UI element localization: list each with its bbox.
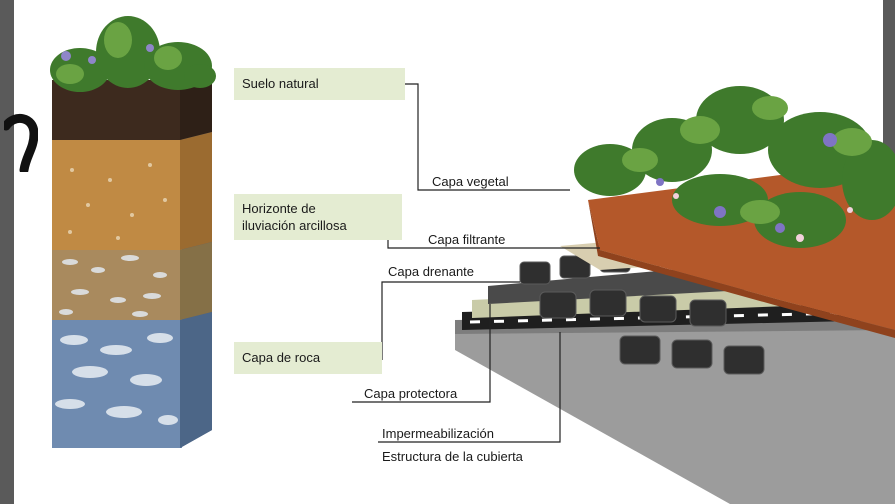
label-suelo-natural: Suelo natural — [234, 68, 405, 100]
label-horizonte-line2: iluviación arcillosa — [242, 218, 347, 233]
green-roof-illustration — [455, 86, 895, 504]
label-capa-vegetal: Capa vegetal — [432, 174, 509, 189]
label-capa-filtrante: Capa filtrante — [428, 232, 506, 247]
label-capa-drenante: Capa drenante — [388, 264, 475, 279]
label-impermeabilizacion: Impermeabilización — [382, 426, 494, 441]
label-horizonte-line1: Horizonte de — [242, 201, 316, 216]
label-horizonte-iluviacion: Horizonte de iluviación arcillosa — [234, 194, 402, 240]
label-capa-de-roca: Capa de roca — [234, 342, 382, 374]
label-estructura-cubierta: Estructura de la cubierta — [382, 449, 523, 464]
label-capa-protectora: Capa protectora — [364, 386, 458, 401]
soil-profile-illustration — [50, 16, 216, 448]
hook-icon — [4, 114, 38, 172]
